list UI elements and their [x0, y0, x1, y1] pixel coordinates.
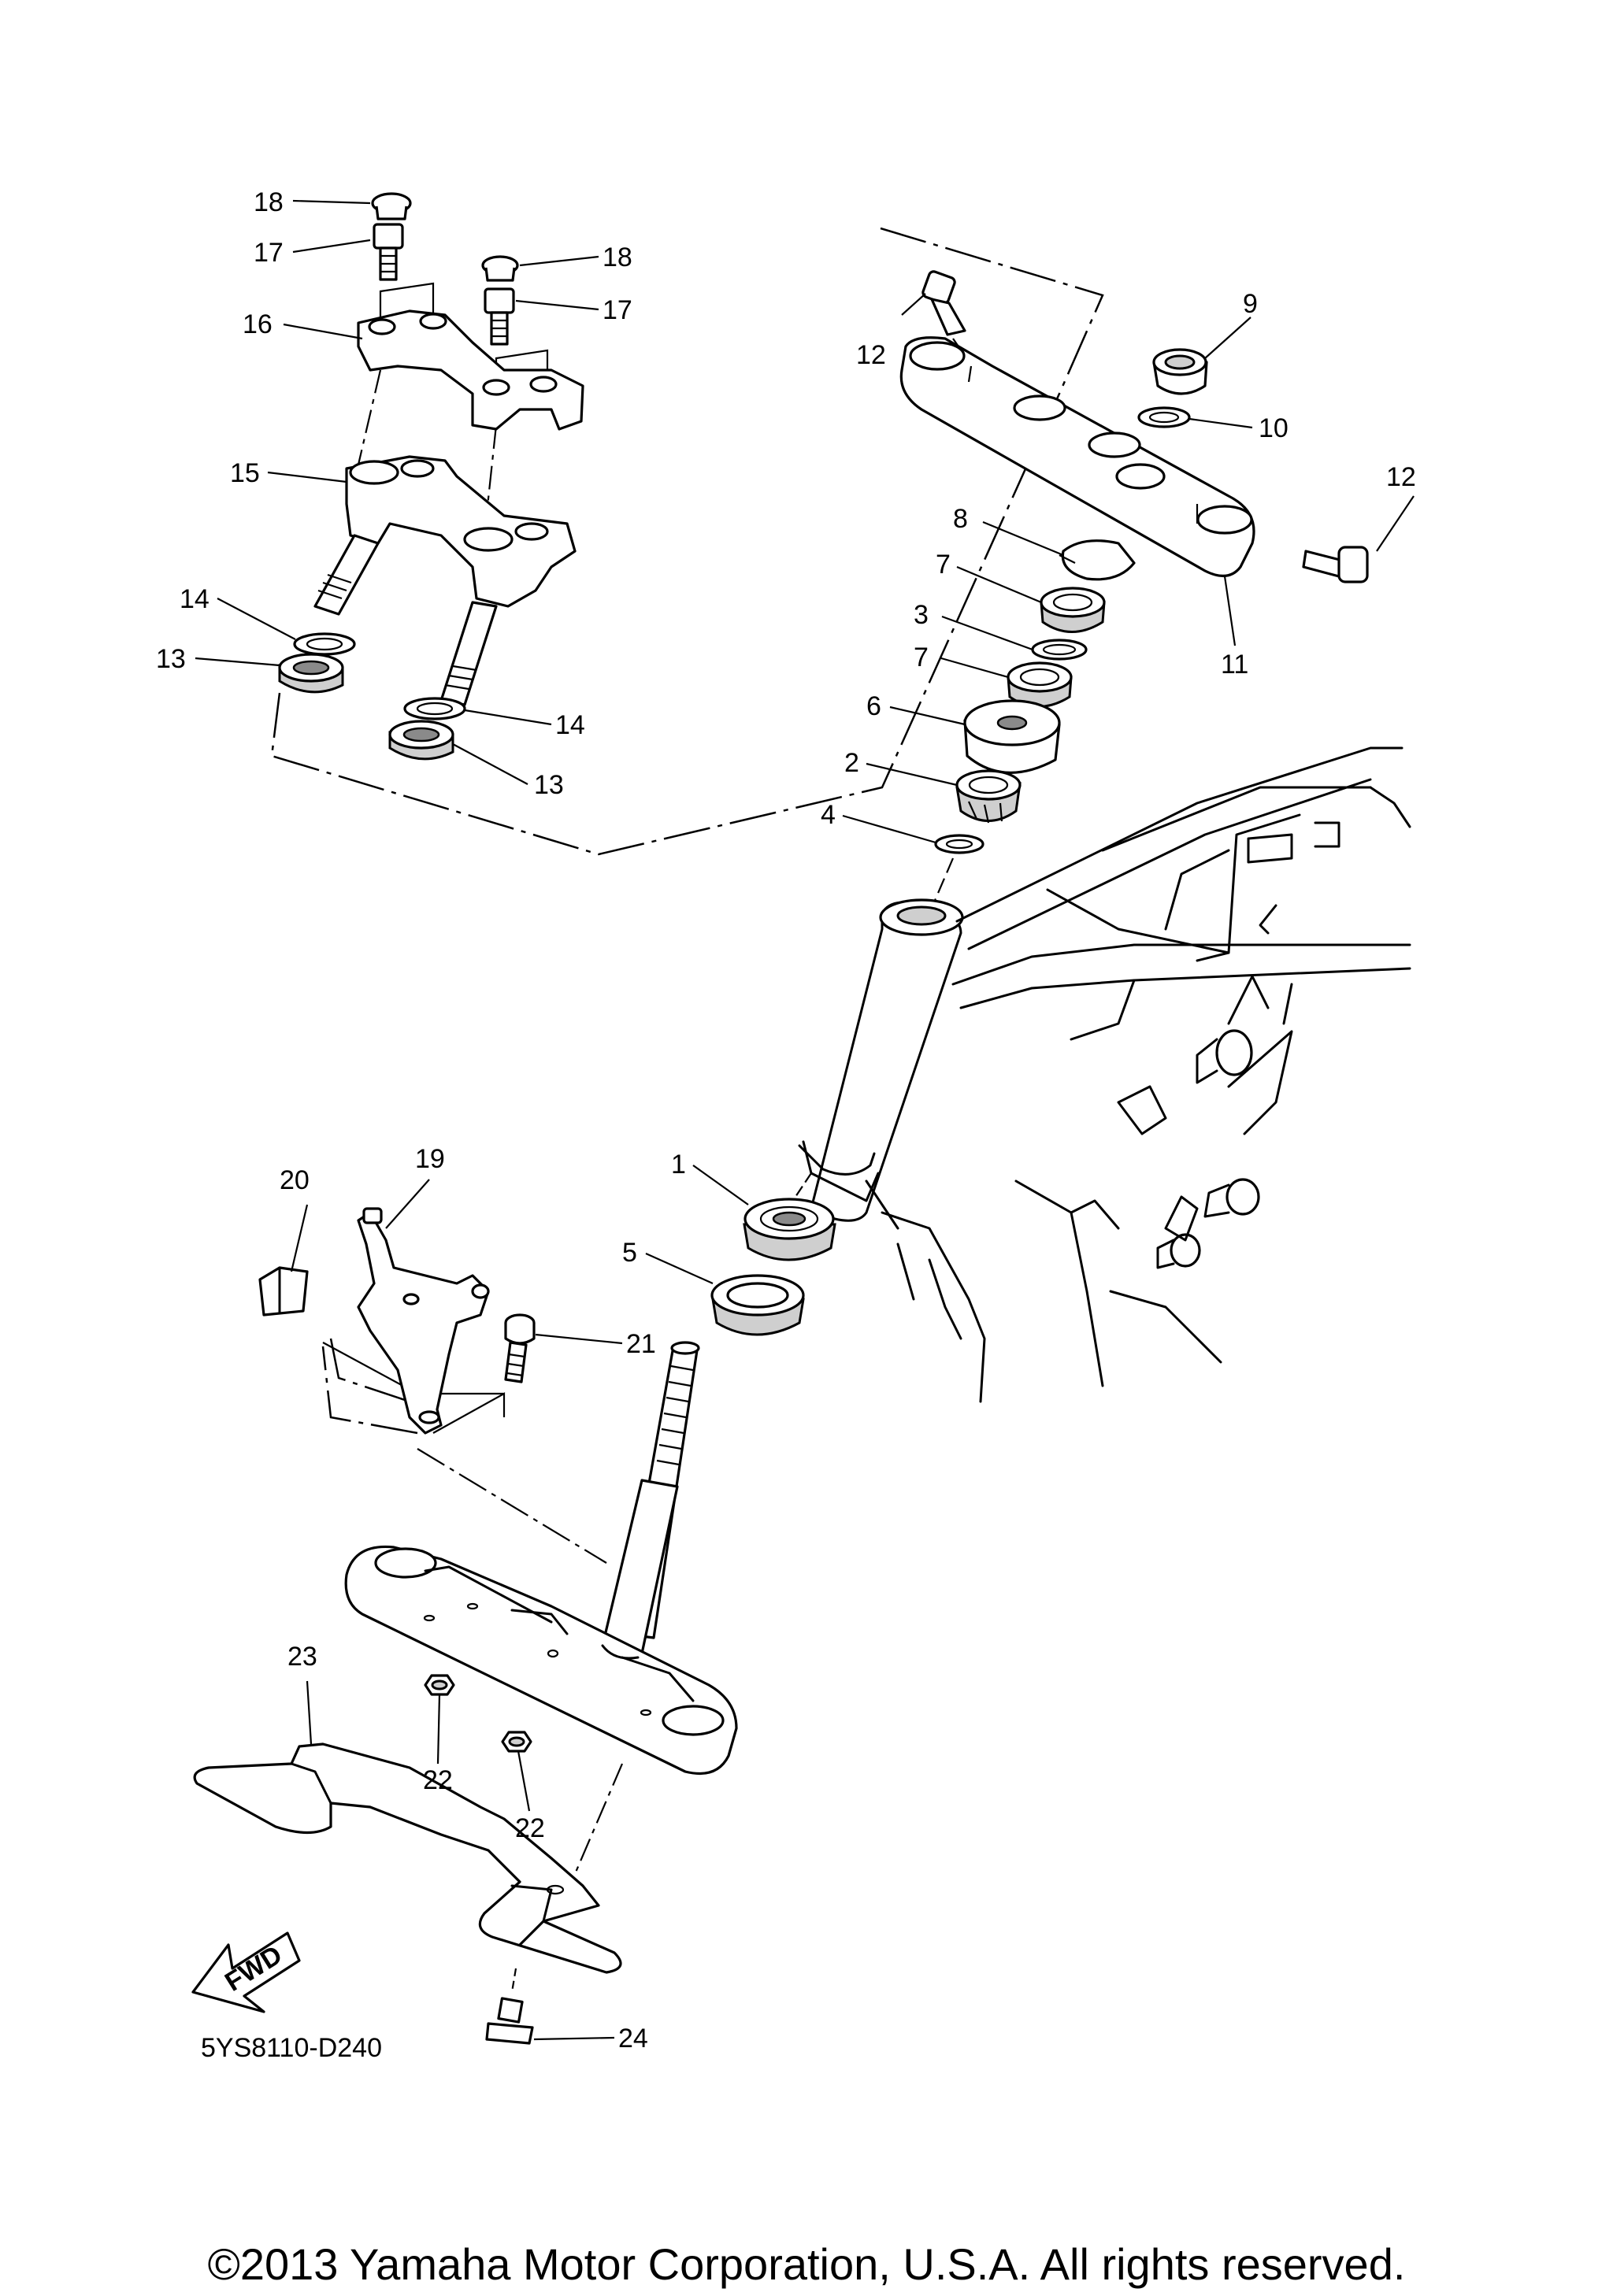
part-17-bolt-lower — [484, 287, 515, 346]
callout-19: 19 — [415, 1144, 445, 1174]
part-10-washer — [1137, 406, 1191, 428]
callout-15: 15 — [230, 458, 260, 488]
part-14-washer-b — [403, 697, 466, 720]
callout-14-left: 14 — [180, 584, 210, 614]
callout-13-right: 13 — [534, 770, 564, 800]
callout-3: 3 — [914, 600, 929, 630]
bracket-assembly-group — [258, 1207, 607, 1564]
frame-outline — [798, 746, 1411, 1403]
part-11-upper-bracket — [899, 336, 1255, 577]
lower-bearing-group — [710, 1172, 836, 1336]
callout-7-lower: 7 — [914, 643, 929, 672]
handlebar-holder-group — [270, 192, 1104, 856]
part-23-cable-guide — [193, 1742, 622, 1974]
callout-12-upper: 12 — [856, 340, 886, 370]
part-24-bolt — [485, 1997, 534, 2045]
part-4-washer — [934, 834, 984, 854]
callout-7-upper: 7 — [936, 550, 951, 580]
fwd-direction-icon: FWD — [191, 1931, 301, 2013]
part-5-seal — [710, 1274, 805, 1336]
leader-lines — [195, 199, 1415, 2041]
callout-16: 16 — [243, 309, 273, 339]
callout-22-right: 22 — [515, 1813, 545, 1843]
part-12-bolt-right — [1302, 546, 1369, 583]
frame-mount-boss-c — [1156, 1233, 1201, 1269]
part-15-lower-holder — [313, 455, 577, 706]
callout-13-left: 13 — [156, 644, 186, 674]
callout-9: 9 — [1243, 289, 1258, 319]
part-22-nut-a — [424, 1674, 455, 1696]
frame-mount-boss-a — [1196, 1029, 1253, 1084]
part-9-nut — [1152, 348, 1208, 395]
part-2-upper-bearing — [955, 769, 1022, 824]
callout-18-lower: 18 — [603, 243, 632, 272]
part-22-nut-b — [501, 1731, 532, 1753]
callout-14-right: 14 — [555, 710, 585, 740]
part-7-ring-nut-lower — [1007, 661, 1073, 708]
callout-1: 1 — [671, 1150, 686, 1179]
callout-22-left: 22 — [423, 1765, 453, 1795]
callout-4: 4 — [821, 800, 836, 830]
part-12-bolt-upper — [921, 270, 966, 336]
callout-20: 20 — [280, 1165, 310, 1195]
copyright-notice: ©2013 Yamaha Motor Corporation, U.S.A. A… — [208, 2239, 1406, 2289]
callout-18-upper: 18 — [254, 187, 284, 217]
part-7-ring-nut-upper — [1040, 587, 1106, 633]
part-18-cap-upper — [371, 192, 412, 220]
part-17-bolt-upper — [373, 223, 404, 281]
callout-2: 2 — [844, 748, 859, 778]
callout-10: 10 — [1259, 413, 1289, 443]
callout-24: 24 — [618, 2024, 648, 2053]
part-20-pad — [258, 1266, 309, 1316]
callout-17-upper: 17 — [254, 238, 284, 268]
callout-12-right: 12 — [1386, 462, 1416, 492]
callout-labels: 18 17 18 17 16 15 14 13 14 13 12 9 10 12… — [156, 187, 1416, 2053]
steering-stem — [601, 1341, 700, 1655]
part-8-lock-washer — [1059, 539, 1136, 581]
callout-23: 23 — [287, 1642, 317, 1672]
part-21-bolt — [504, 1313, 536, 1383]
part-1-lower-bearing — [743, 1198, 836, 1261]
part-13-damper-a — [278, 653, 344, 694]
part-16-upper-holder — [357, 309, 584, 431]
part-13-damper-b — [388, 720, 454, 761]
part-18-cap-lower — [481, 255, 519, 282]
callout-6: 6 — [866, 691, 881, 721]
part-3-washer — [1031, 639, 1088, 661]
part-14-washer-a — [293, 632, 356, 656]
diagram-code: 5YS8110-D240 — [201, 2033, 382, 2063]
callout-21: 21 — [626, 1329, 656, 1359]
callout-8: 8 — [953, 504, 968, 534]
callout-5: 5 — [622, 1238, 637, 1268]
callout-11: 11 — [1221, 650, 1248, 680]
frame-mount-boss-b — [1203, 1178, 1260, 1218]
callout-17-lower: 17 — [603, 295, 632, 325]
part-6-bearing-cover — [963, 699, 1061, 774]
lower-bracket — [344, 1545, 738, 1776]
lower-bracket-group — [344, 1341, 738, 1993]
part-19-bracket — [357, 1207, 490, 1435]
